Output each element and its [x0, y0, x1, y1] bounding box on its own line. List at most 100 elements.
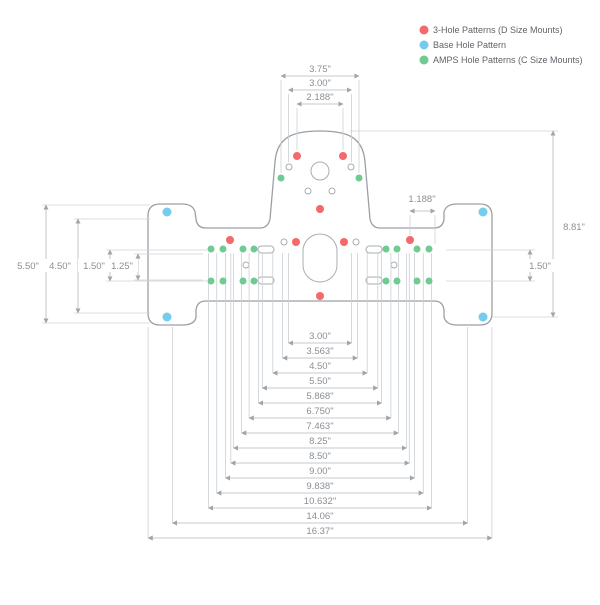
legend: 3-Hole Patterns (D Size Mounts) Base Hol…: [419, 25, 583, 65]
d-size-hole-dot: [292, 238, 300, 246]
dimension-label: 1.188": [408, 194, 435, 205]
dimension-label: 2.188": [306, 92, 333, 103]
slot-hole: [257, 245, 275, 254]
plate-outline: [147, 130, 493, 326]
dimension-left-3: 1.50": [78, 249, 207, 282]
amps-hole-dot: [425, 277, 433, 285]
d-size-legend-dot-icon: [419, 25, 429, 35]
dimension-bottom-13: 14.06": [171, 327, 469, 526]
dimension-bottom-6: 6.750": [248, 253, 392, 421]
dimension-label: 5.50": [17, 261, 39, 272]
d-size-hole-dot: [293, 152, 301, 160]
amps-hole-dot: [239, 277, 247, 285]
dimension-bottom-5: 5.868": [257, 253, 383, 406]
d-size-hole-pattern: [226, 152, 414, 300]
bump-center-hole: [310, 161, 330, 181]
amps-hole-dot: [219, 245, 227, 253]
dimension-label: 3.563": [306, 346, 333, 357]
dimension-label: 1.25": [111, 261, 133, 272]
amps-hole-dot: [413, 277, 421, 285]
small-hole: [280, 238, 288, 246]
amps-hole-dot: [207, 245, 215, 253]
dimension-left-4: 1.25": [106, 253, 203, 281]
slot-hole: [257, 276, 275, 285]
dimension-top-3: 2.188": [296, 92, 344, 150]
amps-hole-dot: [219, 277, 227, 285]
base-hole-dot: [478, 312, 488, 322]
small-hole: [390, 261, 398, 269]
dimension-label: 8.81": [563, 222, 585, 233]
d-size-hole-dot: [226, 236, 234, 244]
legend-item: 3-Hole Patterns (D Size Mounts): [419, 25, 563, 35]
dimension-label: 5.868": [306, 391, 333, 402]
dimension-label: 8.25": [309, 436, 331, 447]
dimension-bottom-2: 3.563": [282, 253, 358, 361]
amps-hole-dot: [393, 245, 401, 253]
base-hole-pattern: [162, 207, 488, 322]
dimension-label: 7.463": [306, 421, 333, 432]
amps-hole-dot: [277, 174, 285, 182]
legend-item-label: AMPS Hole Patterns (C Size Mounts): [433, 55, 583, 65]
small-hole: [304, 187, 312, 195]
dimension-upper-right: 1.188": [408, 194, 436, 244]
base-hole-dot: [162, 207, 172, 217]
dimension-bottom-1: 3.00": [287, 253, 353, 346]
amps-hole-dot: [250, 245, 258, 253]
d-size-hole-dot: [316, 205, 324, 213]
amps-hole-dot: [425, 245, 433, 253]
base-legend-dot-icon: [419, 40, 429, 50]
amps-hole-pattern: [207, 174, 433, 285]
small-hole: [242, 261, 250, 269]
legend-item-label: 3-Hole Patterns (D Size Mounts): [433, 25, 563, 35]
d-size-hole-dot: [406, 236, 414, 244]
dimension-label: 8.50": [309, 451, 331, 462]
slot-hole: [365, 276, 383, 285]
small-hole: [347, 163, 355, 171]
dimension-bottom-8: 8.25": [232, 253, 408, 451]
small-hole: [352, 238, 360, 246]
center-obround-hole: [302, 233, 338, 283]
amps-hole-dot: [355, 174, 363, 182]
dimension-bottom-4: 5.50": [261, 253, 379, 391]
dimension-label: 3.75": [309, 64, 331, 75]
amps-hole-dot: [250, 277, 258, 285]
legend-item: Base Hole Pattern: [419, 40, 506, 50]
legend-item: AMPS Hole Patterns (C Size Mounts): [419, 55, 583, 65]
small-hole: [285, 163, 293, 171]
dimension-bottom-9: 8.50": [230, 253, 410, 466]
amps-hole-dot: [239, 245, 247, 253]
dimension-right-side: 1.50": [446, 249, 556, 282]
base-hole-dot: [162, 312, 172, 322]
dimension-label: 1.50": [529, 261, 551, 272]
dimension-right-overall: 8.81": [350, 130, 592, 318]
dimension-label: 4.50": [309, 361, 331, 372]
dimension-label: 16.37": [306, 526, 333, 537]
dimension-label: 4.50": [49, 261, 71, 272]
amps-hole-dot: [382, 245, 390, 253]
amps-hole-dot: [413, 245, 421, 253]
base-hole-dot: [478, 207, 488, 217]
dimension-label: 9.00": [309, 466, 331, 477]
d-size-hole-dot: [340, 238, 348, 246]
dimension-label: 10.632": [304, 496, 336, 507]
legend-item-label: Base Hole Pattern: [433, 40, 506, 50]
dimension-bottom-12: 10.632": [207, 253, 433, 511]
dimension-top-1: 3.75": [280, 64, 360, 173]
dimension-label: 6.750": [306, 406, 333, 417]
dimension-top-2: 3.00": [287, 78, 353, 162]
amps-hole-dot: [393, 277, 401, 285]
dimension-label: 5.50": [309, 376, 331, 387]
dimension-label: 1.50": [83, 261, 105, 272]
d-size-hole-dot: [316, 292, 324, 300]
amps-legend-dot-icon: [419, 55, 429, 65]
dimension-bottom-3: 4.50": [272, 253, 368, 376]
amps-hole-dot: [382, 277, 390, 285]
mounting-plate: [147, 130, 493, 326]
slot-hole: [365, 245, 383, 254]
dimension-label: 9.838": [306, 481, 333, 492]
amps-hole-dot: [207, 277, 215, 285]
dimension-label: 14.06": [306, 511, 333, 522]
dimension-bottom-11: 9.838": [216, 253, 424, 496]
dimension-bottom-14: 16.37": [147, 327, 493, 541]
